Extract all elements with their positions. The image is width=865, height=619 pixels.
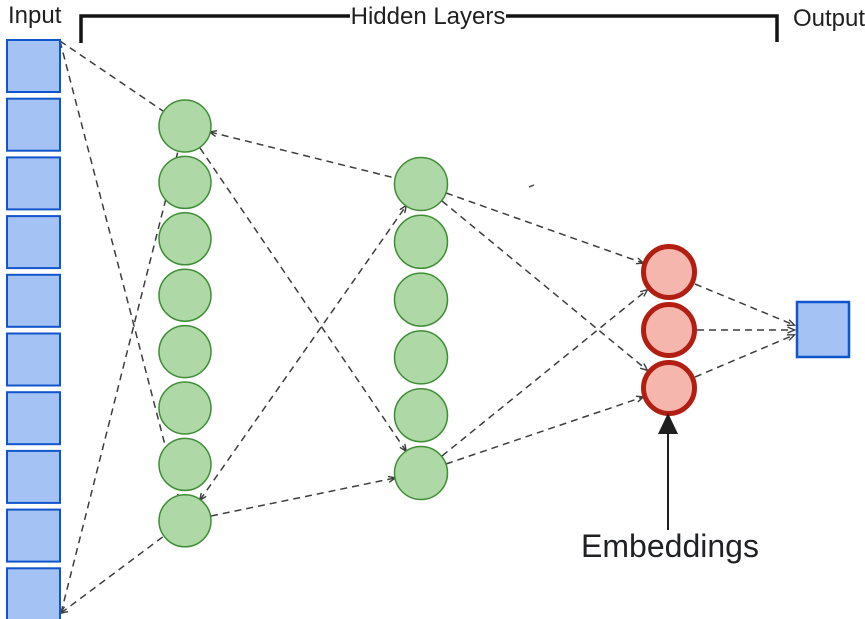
- hidden2-node-6: [393, 445, 449, 501]
- input-node-1: [6, 39, 61, 93]
- connector-line-13: [694, 283, 794, 325]
- hidden2-node-4: [393, 330, 449, 385]
- input-node-6: [6, 332, 61, 387]
- stray-mark: [528, 184, 535, 188]
- connector-line-3: [60, 150, 179, 614]
- connector-line-7: [200, 206, 406, 500]
- connector-line-4: [61, 535, 165, 613]
- input-node-2: [6, 97, 61, 152]
- bracket-right-segment: [506, 14, 779, 42]
- connector-line-10: [441, 200, 647, 370]
- connections-layer: [59, 40, 794, 614]
- input-label: Input: [8, 2, 62, 29]
- connector-line-9: [445, 192, 643, 263]
- hidden2-node-2: [393, 214, 449, 270]
- hidden2-node-1: [393, 156, 449, 212]
- embeddings-label: Embeddings: [581, 528, 759, 564]
- hidden1-node-3: [158, 212, 212, 266]
- embedding-node-2: [641, 302, 697, 358]
- embeddings-pointer-arrow: [658, 413, 678, 530]
- hidden1-node-7: [158, 437, 212, 492]
- connector-line-11: [441, 290, 647, 457]
- bracket-left-segment: [79, 14, 350, 43]
- input-node-10: [6, 567, 61, 619]
- hidden-layers-label: Hidden Layers: [351, 3, 506, 30]
- hidden2-node-5: [393, 387, 449, 443]
- output-label: Output: [793, 5, 865, 32]
- input-node-9: [6, 508, 61, 563]
- embedding-node-1: [641, 244, 697, 300]
- hidden1-node-6: [158, 381, 212, 435]
- hidden1-node-4: [158, 268, 212, 322]
- connector-line-12: [445, 397, 643, 465]
- input-node-8: [6, 449, 61, 504]
- hidden1-node-2: [158, 155, 212, 210]
- hidden1-node-5: [158, 324, 212, 379]
- embedding-node-3: [641, 360, 697, 416]
- connector-line-5: [210, 132, 396, 179]
- hidden1-node-8: [158, 494, 212, 548]
- connector-line-2: [59, 40, 179, 496]
- output-node-1: [795, 300, 851, 359]
- connector-line-15: [694, 335, 794, 378]
- connector-line-8: [210, 478, 395, 517]
- hidden1-node-1: [158, 99, 212, 153]
- input-node-7: [6, 391, 61, 446]
- input-node-3: [6, 156, 61, 211]
- pointer-head: [658, 413, 678, 434]
- input-node-5: [6, 273, 61, 328]
- connector-line-1: [59, 40, 164, 112]
- hidden2-node-3: [393, 272, 449, 327]
- input-node-4: [6, 215, 61, 270]
- hidden-layers-bracket: [79, 14, 779, 43]
- connector-line-6: [199, 147, 406, 451]
- nodes-layer: [6, 39, 851, 619]
